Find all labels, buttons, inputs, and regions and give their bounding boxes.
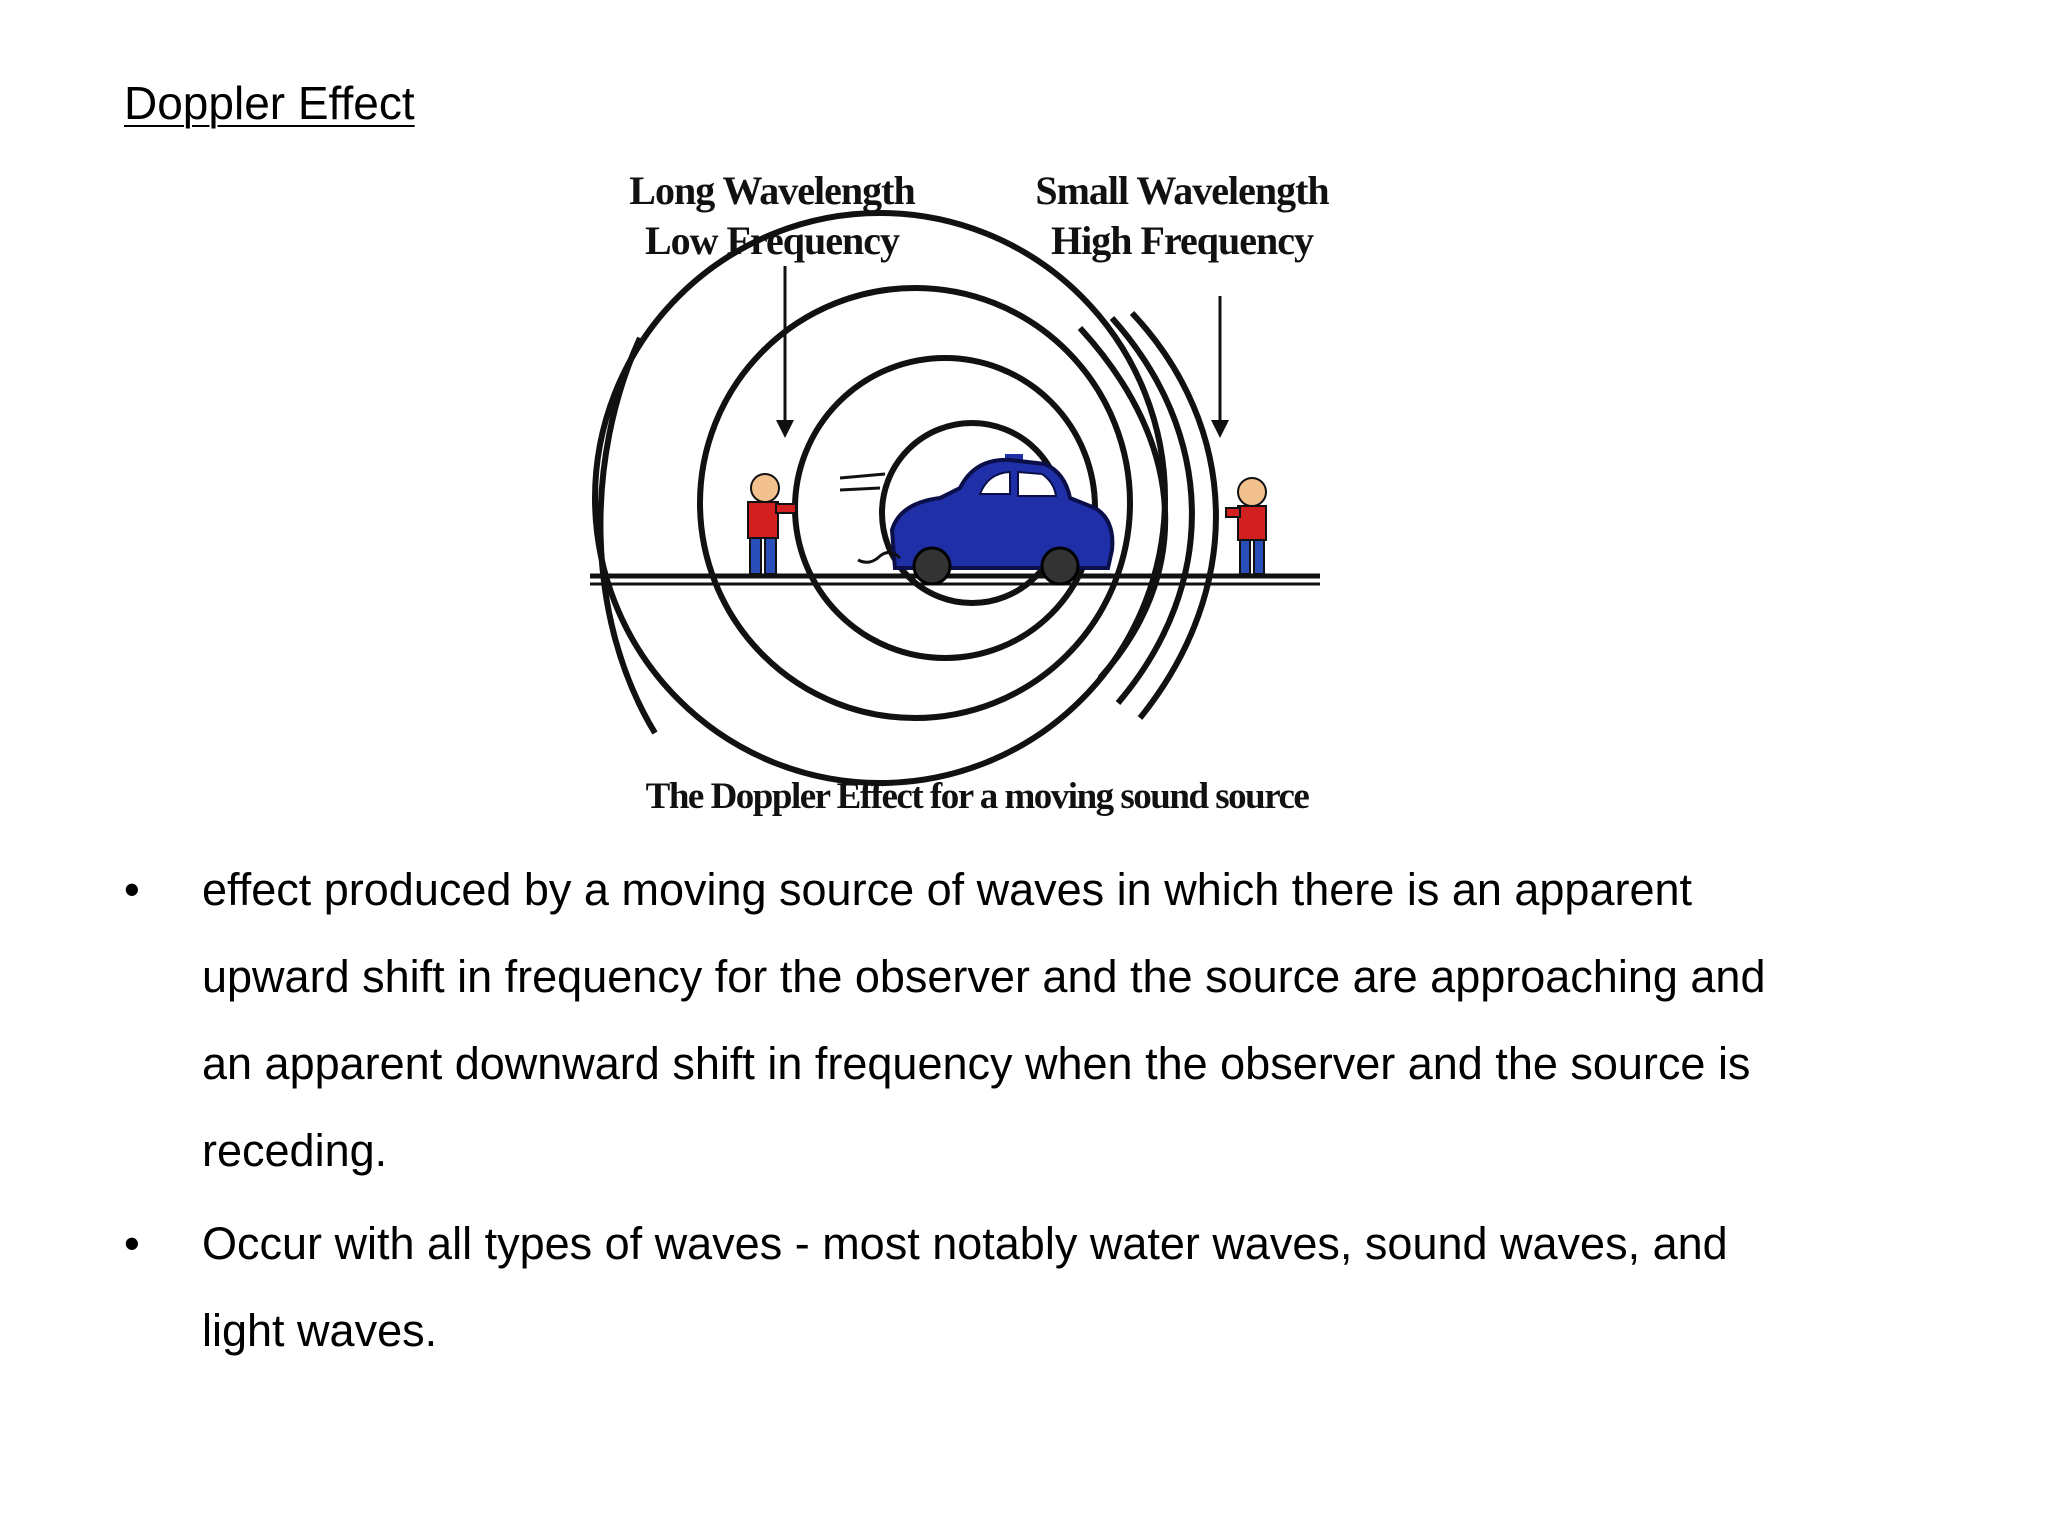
bullet-list: • effect produced by a moving source of …	[124, 846, 1784, 1380]
diagram-caption: The Doppler Effect for a moving sound so…	[646, 776, 1310, 817]
bullet-text: effect produced by a moving source of wa…	[202, 864, 1766, 1176]
label-small-wavelength: Small Wavelength	[1035, 168, 1329, 213]
observer-left-icon	[747, 473, 797, 575]
wavefront-4	[697, 285, 1133, 721]
car-icon	[839, 454, 1115, 586]
label-low-frequency: Low Frequency	[645, 218, 900, 263]
observer-right-icon	[1225, 477, 1267, 575]
wavefront-compressed-arc-2	[1109, 315, 1195, 705]
wavefront-compressed-arc-1	[1129, 310, 1219, 720]
bullet-text: Occur with all types of waves - most not…	[202, 1218, 1728, 1356]
doppler-diagram-svg: Long Wavelength Low Frequency Small Wave…	[540, 158, 1380, 834]
wavefront-compressed-arc-3	[1077, 325, 1169, 681]
wavefront-outer-left-arc	[597, 336, 658, 735]
doppler-effect-diagram: Long Wavelength Low Frequency Small Wave…	[540, 158, 1380, 834]
bullet-item: • effect produced by a moving source of …	[124, 846, 1784, 1194]
bullet-item: • Occur with all types of waves - most n…	[124, 1200, 1784, 1374]
slide-title: Doppler Effect	[124, 77, 415, 129]
bullet-marker: •	[124, 1218, 140, 1269]
label-long-wavelength: Long Wavelength	[629, 168, 915, 213]
label-high-frequency: High Frequency	[1051, 218, 1314, 263]
arrow-left	[776, 266, 794, 438]
arrow-right	[1211, 296, 1229, 438]
bullet-marker: •	[124, 864, 140, 915]
